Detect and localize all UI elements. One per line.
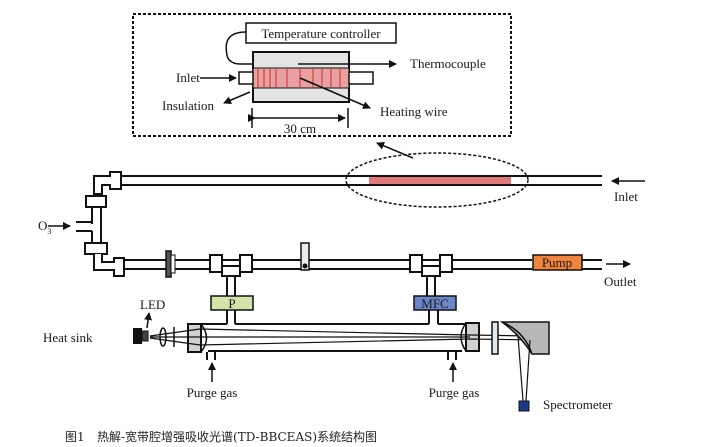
pump-label: Pump	[542, 255, 572, 270]
inset-inlet-port	[238, 71, 254, 85]
left-mirror	[200, 323, 208, 353]
left-plumbing: O3	[38, 171, 125, 277]
inset-outlet-port	[348, 71, 374, 85]
inlet-line: Inlet	[120, 152, 645, 208]
o3-label: O3	[38, 218, 51, 236]
mfc-box	[413, 295, 457, 311]
temperature-controller-label: Temperature controller	[261, 26, 381, 41]
spectrometer-icon	[518, 400, 530, 412]
filter-membrane	[170, 254, 176, 274]
pump-box	[532, 254, 583, 271]
elbow-bottom	[93, 254, 125, 277]
tee-p-right	[239, 254, 253, 273]
tee-mfc-bottom	[421, 265, 441, 277]
heating-wire-label: Heating wire	[380, 104, 448, 119]
thermocouple-cable	[225, 31, 296, 65]
heater-inset: Temperature controller Thermocouple Inle…	[132, 13, 512, 137]
callout-arrow	[376, 142, 414, 159]
temperature-controller-box	[245, 22, 397, 44]
inlet-label: Inlet	[614, 189, 638, 204]
heating-wire-arrow	[299, 77, 371, 109]
collimating-lens	[159, 327, 167, 347]
bandpass-filter	[491, 321, 499, 355]
tee-mfc-right	[439, 254, 453, 273]
light-beams	[149, 328, 541, 346]
inset-inlet-label: Inlet	[176, 70, 200, 85]
heat-sink	[133, 328, 142, 344]
led	[141, 330, 149, 342]
led-label: LED	[140, 297, 165, 312]
heater-section	[369, 177, 511, 184]
figure-caption: 热解-宽带腔增强吸收光谱(TD-BBCEAS)系统结构图	[97, 429, 377, 444]
dimension-label: 30 cm	[284, 121, 316, 136]
pressure-sensor-box	[210, 295, 254, 311]
figure-number: 图1	[65, 430, 85, 444]
heat-sink-label: Heat sink	[43, 330, 93, 345]
elbow-top	[93, 171, 122, 195]
insulation-label: Insulation	[162, 98, 214, 113]
tee-p-bottom	[221, 265, 241, 277]
tee-mfc-left	[409, 254, 423, 273]
parabolic-mirror-block	[499, 321, 550, 355]
purge-gas-right-label: Purge gas	[429, 385, 480, 400]
fiber-beams	[517, 335, 531, 402]
tee-upper	[85, 195, 107, 208]
purge-gas-left-label: Purge gas	[187, 385, 238, 400]
flowmeter-float	[302, 263, 308, 269]
thermocouple-label: Thermocouple	[410, 56, 486, 71]
parabolic-mirror-surface	[501, 321, 533, 355]
led-arrow	[144, 312, 153, 329]
mfc-label: MFC	[421, 296, 448, 311]
flowmeter	[300, 242, 310, 271]
tee-p-left	[209, 254, 223, 273]
left-mirror-mount	[187, 323, 202, 353]
outlet-label: Outlet	[604, 274, 637, 289]
outlet-line: Pump Outlet	[124, 242, 637, 296]
spectrometer-label: Spectrometer	[543, 397, 613, 412]
tee-lower	[84, 242, 108, 255]
optical-cavity	[149, 322, 541, 360]
pressure-sensor-label: P	[228, 296, 235, 311]
filter-holder	[165, 250, 172, 278]
insulation-arrow	[223, 91, 251, 104]
heater-highlight-ellipse	[345, 152, 529, 208]
